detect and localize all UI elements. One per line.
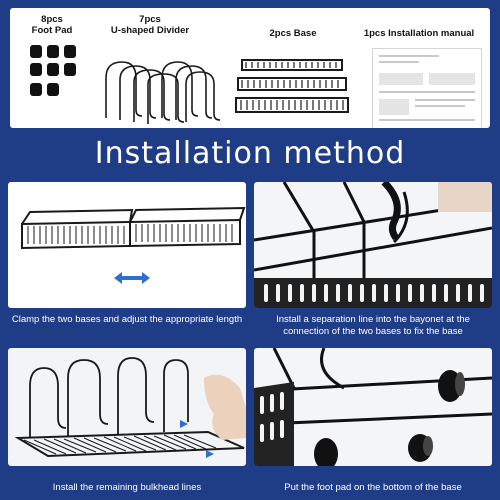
step-1-image [8,182,246,308]
foot-pad [30,83,42,96]
foot-pad [64,63,76,76]
manual-illustration [372,48,482,128]
step-1-caption: Clamp the two bases and adjust the appro… [11,314,243,325]
foot-pad-name: Foot Pad [31,25,73,36]
section-title: Installation method [94,136,406,171]
base-label: 2pcs Base [269,28,317,39]
foot-pad [47,63,59,76]
u-divider-illustration [105,61,221,124]
step-3-caption: Install the remaining bulkhead lines [52,482,202,493]
foot-pad-title: 8pcs Foot Pad [24,14,80,36]
bulkhead-install-illustration [14,357,246,458]
step-2-caption: Install a separation line into the bayon… [276,314,470,337]
foot-pad-qty: 8pcs [41,14,63,25]
step-2-image [254,182,492,308]
foot-pad [47,45,59,58]
divider-title: 7pcs U-shaped Divider [100,14,200,36]
foot-pad [64,45,76,58]
divider-qty: 7pcs [139,14,161,25]
manual-label: 1pcs Installation manual [363,28,475,39]
divider-name: U-shaped Divider [110,25,190,36]
base-illustration [235,59,349,113]
step-4-caption: Put the foot pad on the bottom of the ba… [284,482,462,493]
foot-pad [47,83,59,96]
divider-install-illustration [254,182,492,308]
foot-pad [30,45,42,58]
bases-joined-illustration [21,206,246,284]
step-3-image [8,348,246,466]
components-panel: 8pcs Foot Pad 7pcs U-shaped Divider 2pcs… [10,8,490,128]
double-arrow-icon [114,272,150,284]
foot-pad-install-illustration [254,348,492,466]
foot-pad [30,63,42,76]
step-4-image [254,348,492,466]
